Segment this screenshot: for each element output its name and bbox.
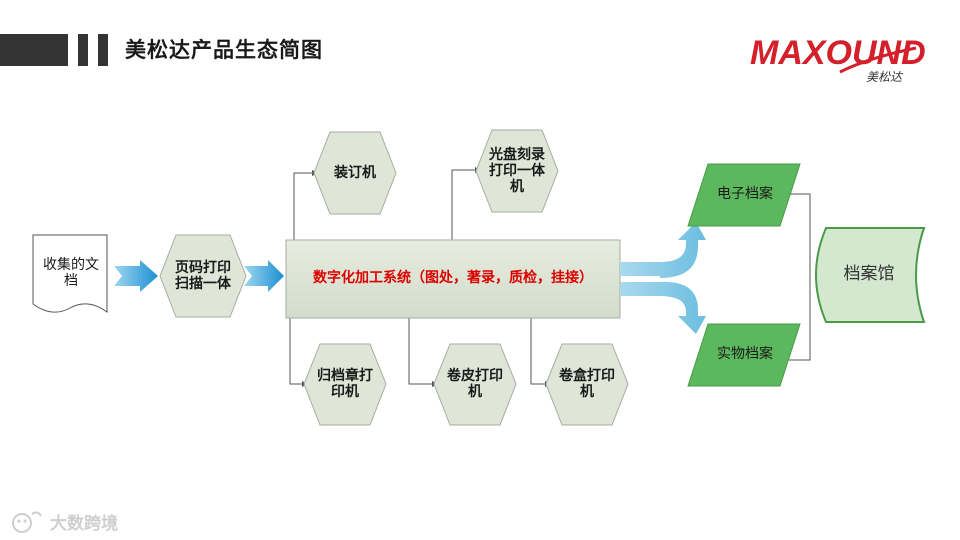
e-archive-label: 电子档案: [717, 186, 773, 202]
watermark: 大数跨境: [10, 507, 118, 535]
fork-arrow-down: [620, 281, 706, 334]
arrow-document-to-scan: [114, 260, 158, 292]
system-box: [285, 239, 621, 319]
brand-watermark-icon: [12, 511, 42, 533]
logo-swoosh: [839, 46, 917, 74]
system-label: 数字化加工系统（图处，著录，质检，挂接）: [313, 270, 593, 286]
connector-archive: [780, 193, 811, 361]
archive-shape: [815, 227, 926, 323]
cover-label: 卷皮打印 机: [447, 368, 503, 400]
binding-label: 装订机: [334, 165, 376, 181]
connector-box: [530, 318, 545, 385]
hex-seal: [303, 343, 387, 426]
disc-label: 光盘刻录 打印一体 机: [489, 147, 545, 195]
page-title: 美松达产品生态简图: [125, 38, 323, 62]
connector-cover: [408, 318, 432, 385]
connector-seal: [289, 318, 302, 385]
physical-archive-label: 实物档案: [717, 346, 773, 362]
connector-lines: [289, 169, 811, 385]
header-bar-stripe-1: [78, 34, 88, 66]
e-archive-shape: [687, 163, 801, 227]
maxound-logo: MAXOUND 美松达: [750, 34, 926, 84]
document-label: 收集的文 档: [43, 257, 99, 289]
connector-binding: [293, 172, 312, 240]
seal-label: 归档章打 印机: [317, 368, 373, 400]
header-bar-main: [0, 34, 68, 66]
hex-cover: [433, 343, 517, 426]
fork-arrow-up: [620, 222, 706, 278]
hex-box: [545, 343, 629, 426]
hex-scan: [159, 234, 247, 318]
box-label: 卷盒打印 机: [559, 368, 615, 400]
physical-archive-shape: [687, 323, 801, 387]
watermark-text: 大数跨境: [50, 513, 118, 534]
scan-label: 页码打印 扫描一体: [175, 260, 231, 292]
logo-subtitle: 美松达: [866, 70, 904, 84]
header-bar-stripe-2: [98, 34, 108, 66]
hex-binding: [313, 131, 397, 215]
connector-disc: [451, 169, 475, 240]
hex-disc: [475, 129, 559, 213]
archive-label: 档案馆: [843, 264, 895, 284]
arrow-scan-to-system: [244, 260, 284, 292]
document-shape: [32, 234, 108, 313]
